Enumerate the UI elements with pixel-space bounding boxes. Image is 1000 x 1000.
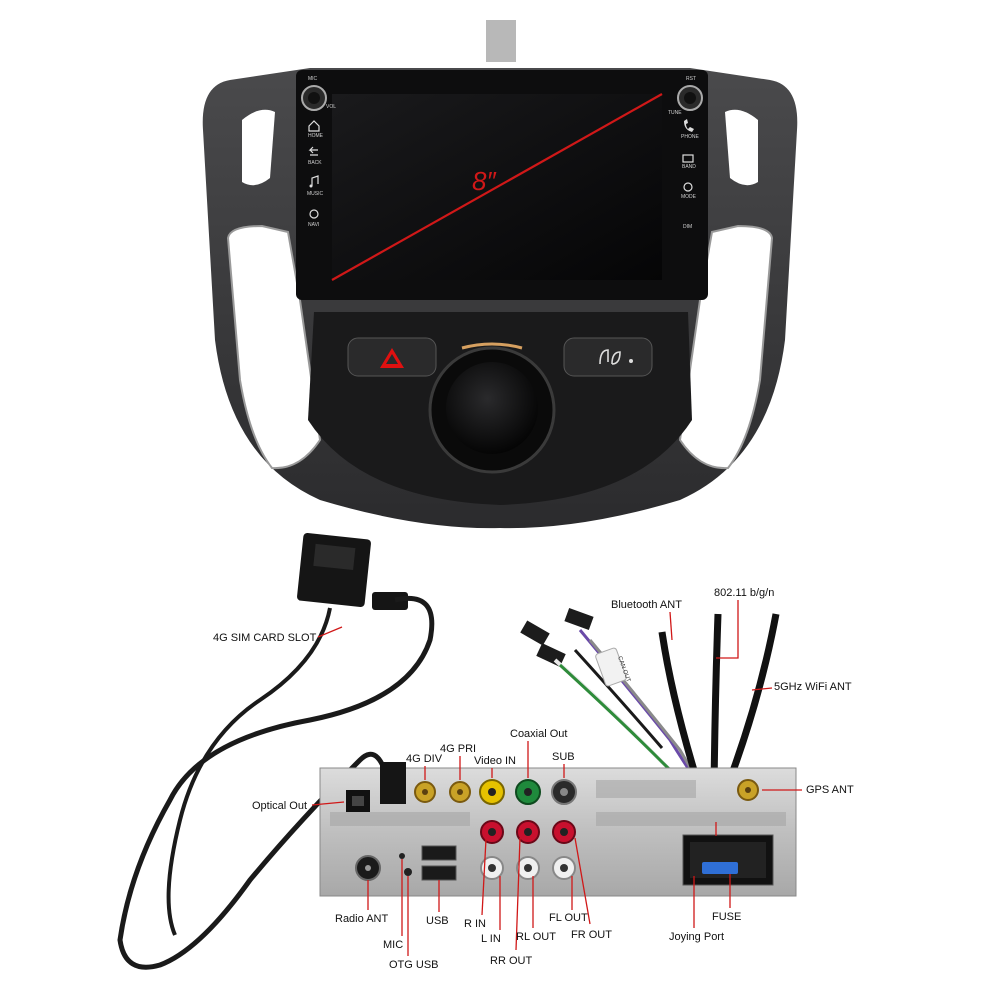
wifi-24-label: 802.11 b/g/n <box>714 587 774 599</box>
sub-label: SUB <box>552 751 575 763</box>
sim-card-slot-module <box>297 533 371 607</box>
left-button-column: HOME BACK MUSIC NAVI <box>307 120 324 228</box>
back-button-label: BACK <box>308 160 322 166</box>
wifi-24-antenna <box>710 613 722 791</box>
sim-cable-plug <box>380 762 406 804</box>
navi-icon[interactable] <box>309 209 319 219</box>
mount-bracket <box>486 20 516 62</box>
band-button-label: BAND <box>682 164 696 170</box>
sim-leader <box>317 626 343 638</box>
vol-label: VOL <box>326 104 336 110</box>
back-icon[interactable] <box>308 146 318 156</box>
knob-highlight <box>461 342 523 350</box>
screen-size-label: 8″ <box>472 166 496 196</box>
video-in-label: Video IN <box>474 755 516 767</box>
tune-label: TUNE <box>668 110 682 116</box>
otg-usb-label: OTG USB <box>389 959 439 971</box>
phone-icon[interactable] <box>684 119 694 132</box>
diagonal-line <box>331 93 663 281</box>
band-icon[interactable] <box>682 154 694 163</box>
right-button-column: PHONE BAND MODE DIM <box>681 119 699 230</box>
harness-plug-3 <box>564 607 594 631</box>
home-button-label: HOME <box>308 133 324 139</box>
home-icon[interactable] <box>308 120 320 132</box>
bottom-leaders <box>367 837 731 956</box>
heated-seat-icon <box>599 349 621 365</box>
sim-cable-line <box>117 595 435 970</box>
gps-ant-label: GPS ANT <box>806 784 854 796</box>
music-icon[interactable] <box>311 175 319 186</box>
bluetooth-ant-label: Bluetooth ANT <box>611 599 682 611</box>
fuse <box>702 862 738 874</box>
r-in-label: R IN <box>464 918 486 930</box>
mode-button-label: MODE <box>681 194 697 200</box>
joying-port-label: Joying Port <box>669 931 724 943</box>
navi-button-label: NAVI <box>308 222 319 228</box>
phone-button-label: PHONE <box>681 134 699 140</box>
wifi-5-antenna <box>722 613 780 792</box>
harness-plug-1 <box>520 620 550 646</box>
l-in-label: L IN <box>481 933 501 945</box>
mic-label: MIC <box>383 939 403 951</box>
mic-knob-label: MIC <box>308 76 318 82</box>
usb-port-2[interactable] <box>421 865 457 881</box>
rl-out-label: RL OUT <box>516 931 556 943</box>
coaxial-out-label: Coaxial Out <box>510 728 567 740</box>
dim-button-label: DIM <box>683 224 692 230</box>
sim-connector <box>372 592 408 610</box>
fuse-label: FUSE <box>712 911 741 923</box>
otg-usb-port[interactable] <box>404 868 412 876</box>
left-vent-top <box>242 109 275 186</box>
head-unit: 8″ MIC VOL RST TUNE HOME BACK MUSIC NAVI… <box>202 20 798 529</box>
optical-out-label: Optical Out <box>252 800 307 812</box>
fl-out-label: FL OUT <box>549 912 588 924</box>
fr-out-label: FR OUT <box>571 929 612 941</box>
usb-label: USB <box>426 915 449 927</box>
vent-slots <box>330 780 786 826</box>
radio-ant-label: Radio ANT <box>335 913 388 925</box>
center-knob[interactable] <box>446 362 538 454</box>
right-vent-top <box>725 109 758 186</box>
sim-cable: 4G SIM CARD SLOT <box>117 533 435 970</box>
4g-pri-label: 4G PRI <box>440 743 476 755</box>
sim-card-slot-label: 4G SIM CARD SLOT <box>213 632 317 644</box>
music-button-label: MUSIC <box>307 191 324 197</box>
4g-div-label: 4G DIV <box>406 753 443 765</box>
back-panel: GPS ANT Optical Out 4G DIV 4G PRI Video … <box>252 728 854 971</box>
rst-label: RST <box>686 76 696 82</box>
rr-out-label: RR OUT <box>490 955 532 967</box>
wifi-5-label: 5GHz WiFi ANT <box>774 681 852 693</box>
mic-port[interactable] <box>399 853 405 859</box>
can-out-tag <box>595 647 627 687</box>
usb-port-1[interactable] <box>421 845 457 861</box>
mode-icon[interactable] <box>683 182 693 192</box>
